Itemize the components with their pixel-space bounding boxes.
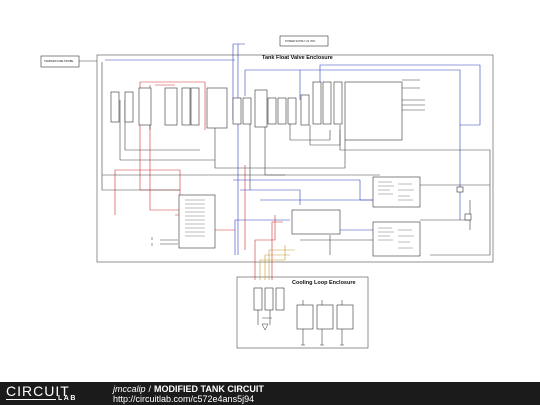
cooling-loop-enclosure (236, 276, 369, 349)
footer-bar: CIRCUIT LAB jmccalip/MODIFIED TANK CIRCU… (0, 382, 540, 405)
cooling-loop-components (253, 287, 354, 331)
author-link[interactable]: jmccalip (113, 384, 146, 394)
circuit-title-line: jmccalip/MODIFIED TANK CIRCUIT (113, 384, 264, 394)
schematic-canvas: Tank Float Valve Enclosure Cooling Loop … (40, 35, 494, 349)
circuit-title: MODIFIED TANK CIRCUIT (154, 384, 264, 394)
power-supply-box (279, 35, 329, 47)
temperature-probe-box (40, 55, 80, 68)
circuit-url[interactable]: http://circuitlab.com/c572e4ans5j94 (113, 394, 255, 404)
tank-enclosure-label: Tank Float Valve Enclosure (262, 55, 333, 61)
wires (79, 43, 491, 345)
terminal-marks (151, 237, 344, 346)
circuitlab-logo-sub: LAB (58, 395, 77, 402)
temperature-probe-label: TEMPERATURE PROBE (44, 59, 73, 63)
power-supply-label: POWER SUPPLY 24 VDC (285, 39, 315, 43)
tank-float-valve-enclosure (96, 54, 494, 263)
cooling-enclosure-label: Cooling Loop Enclosure (292, 280, 356, 286)
relay-module-detail (185, 181, 414, 249)
title-separator: / (148, 384, 152, 394)
circuitlab-logo[interactable]: CIRCUIT (6, 383, 70, 399)
component-blocks (110, 81, 472, 257)
logo-underline (6, 399, 56, 400)
